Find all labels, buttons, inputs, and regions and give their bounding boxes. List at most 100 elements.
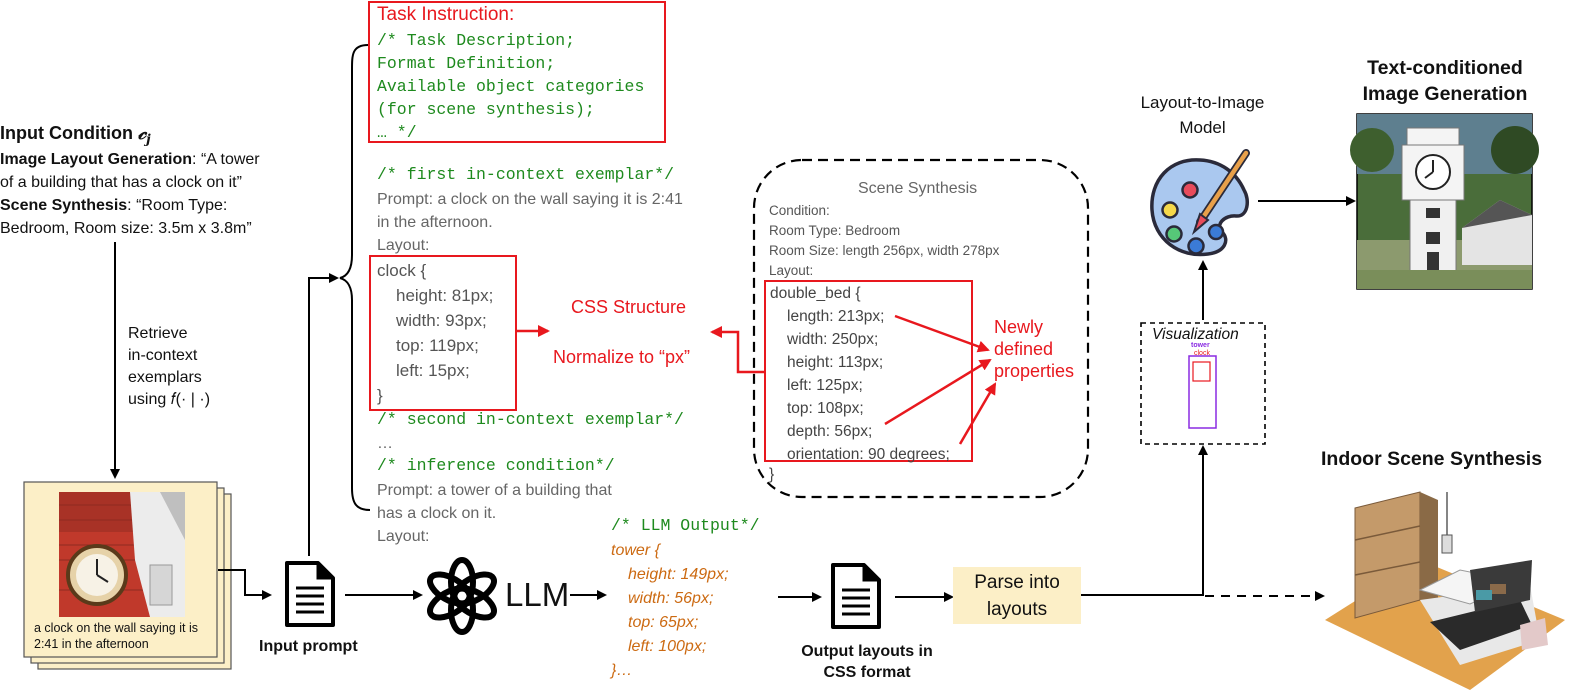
vis-tower-label: tower [1191,342,1210,349]
css-line-1: clock { [377,261,427,280]
css-example-box [369,255,517,411]
input-condition-title: Input Condition 𝒸j [0,120,151,148]
exemplar-card-stack [23,481,232,670]
output-layouts-label: Output layouts in CSS format [772,641,962,683]
visualization-title: Visualization [1152,326,1239,343]
task-line-4: (for scene synthesis); [377,100,595,119]
css-line-5: left: 15px; [396,361,470,380]
inference-prompt-line-1: Prompt: a tower of a building that [377,482,612,499]
inference-comment: /* inference condition*/ [377,456,615,475]
first-prompt-line-1: Prompt: a clock on the wall saying it is… [377,191,683,208]
llm-output-comment: /* LLM Output*/ [611,516,760,535]
image-layout-line-1: Image Layout Generation: “A tower [0,148,260,171]
indoor-scene-title: Indoor Scene Synthesis [1321,448,1543,470]
scene-css-box [764,280,973,462]
indoor-scene-image [1325,491,1565,690]
newly-line-3: properties [994,361,1075,381]
css-line-2: height: 81px; [396,286,494,305]
task-line-3: Available object categories [377,77,645,96]
input-condition-title-text: Input Condition [0,123,133,143]
first-prompt-line-2: in the afternoon. [377,214,493,231]
retrieve-line-3: exemplars [128,369,202,386]
retrieve-label: Retrieve in-context exemplars using 𝑓(· … [128,323,210,411]
scene-synthesis-box [752,158,1090,499]
out-line-5: left: 100px; [628,638,707,655]
cards-to-prompt-arrow [218,569,272,600]
ss-line-7: depth: 56px; [787,423,873,440]
vis-clock-rect [1192,361,1211,382]
css-line-4: top: 119px; [396,336,479,355]
normalize-arrow [710,326,764,374]
output-label-1: Output layouts in [801,643,933,660]
out-line-4: top: 65px; [628,614,699,631]
normalize-label: Normalize to “px” [553,347,691,367]
lti-line-2: Model [1179,118,1226,137]
tc-line-1: Text-conditioned [1367,57,1523,79]
retrieve-line-1: Retrieve [128,325,188,342]
vis-clock-label: clock [1194,350,1210,357]
ss-line-5: left: 125px; [787,377,863,394]
scene-synthesis-label: Scene Synthesis [0,197,128,214]
newly-arrow-3 [958,382,997,445]
input-prompt-label: Input prompt [259,638,358,655]
parse-line-2: layouts [986,599,1048,620]
prompt-to-brace-arrow [308,273,339,556]
ss-line-1: double_bed { [770,285,861,302]
ss-close: } [769,466,775,483]
generated-image [1350,113,1539,290]
ss-layout: Layout: [769,263,814,278]
task-line-5: … */ [377,123,417,142]
retrieve-line-2: in-context [128,347,198,364]
palette-icon [1150,149,1250,257]
parse-to-visualization-arrow [1081,445,1208,596]
lti-line-1: Layout-to-Image [1140,93,1265,112]
text-conditioned-title: Text-conditioned Image Generation [1340,55,1550,107]
ss-condition: Condition: [769,203,830,218]
image-layout-label: Image Layout Generation [0,151,193,168]
out-line-3: width: 56px; [628,590,714,607]
first-layout-label: Layout: [377,237,430,254]
newly-line-1: Newly [994,317,1044,337]
css-structure-label: CSS Structure [571,297,687,317]
image-layout-line-2: of a building that has a clock on it” [0,174,242,191]
image-layout-text-1: : “A tower [192,151,260,168]
ss-line-2: length: 213px; [787,308,885,325]
inference-layout-label: Layout: [377,528,430,545]
exemplar-caption-1: a clock on the wall saying it is [34,621,198,635]
exemplar-caption-2: 2:41 in the afternoon [34,637,149,651]
llm-output-lines: tower { height: 149px; width: 56px; top:… [611,539,729,683]
prompt-brace [339,44,371,511]
css-line-6: } [377,386,383,405]
llm-logo-icon [427,557,497,635]
out-line-1: tower { [611,542,660,559]
scene-synthesis-title: Scene Synthesis [858,180,978,197]
ss-line-8: orientation: 90 degrees; [787,446,950,463]
css-line-3: width: 93px; [396,311,487,330]
vis-tower-rect [1188,355,1217,429]
layout-to-image-label: Layout-to-Image Model [1110,90,1295,140]
parse-label: Parse into layouts [953,569,1081,623]
ss-room-type: Room Type: Bedroom [769,223,901,238]
output-label-2: CSS format [823,664,911,681]
output-doc-icon [831,563,881,629]
task-line-2: Format Definition; [377,54,556,73]
newly-line-2: defined [994,339,1054,359]
second-exemplar-comment: /* second in-context exemplar*/ [377,410,684,429]
prompt-ellipsis: … [377,435,393,452]
scene-synthesis-text-1: : “Room Type: [127,197,228,214]
input-prompt-doc-icon [285,561,335,627]
ss-room-size: Room Size: length 256px, width 278px [769,243,1000,258]
task-instruction-lines: /* Task Description; Format Definition; … [377,29,644,144]
ss-line-4: height: 113px; [787,354,884,371]
newly-defined-label: Newly defined properties [994,316,1074,382]
task-line-1: /* Task Description; [377,31,576,50]
parse-line-1: Parse into [974,572,1060,593]
visualization-box [1140,322,1266,445]
first-exemplar-comment: /* first in-context exemplar*/ [377,165,675,184]
inference-prompt-line-2: has a clock on it. [377,505,497,522]
condition-subscript: j [146,132,151,148]
condition-symbol: 𝒸 [137,120,147,144]
scene-synthesis-line-1: Scene Synthesis: “Room Type: [0,194,227,217]
retrieve-line-4: using 𝑓(· | ·) [128,391,211,408]
